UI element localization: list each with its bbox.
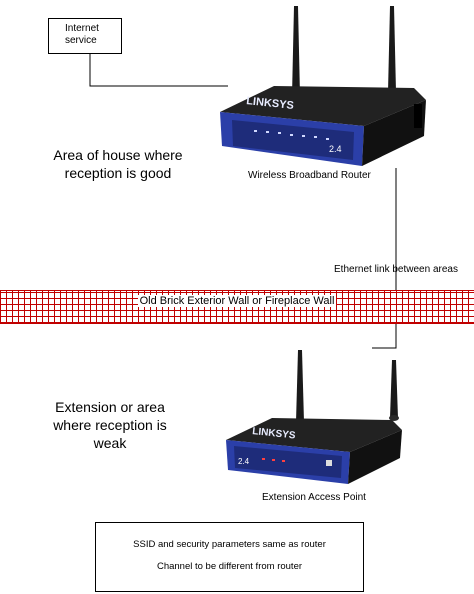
internet-service-box: Internet service (48, 18, 122, 54)
weak-area-line3: weak (93, 435, 127, 451)
settings-note-line1: SSID and security parameters same as rou… (133, 539, 326, 550)
good-area-line1: Area of house where (53, 147, 183, 163)
wireless-router-icon: LINKSYS 2.4 (214, 0, 444, 168)
access-point-caption: Extension Access Point (262, 492, 366, 503)
ethernet-link-line (372, 168, 397, 349)
wall-label: Old Brick Exterior Wall or Fireplace Wal… (137, 295, 337, 307)
internet-service-label-line1: Internet (65, 23, 99, 34)
good-area-line2: reception is good (64, 165, 172, 181)
svg-text:2.4: 2.4 (238, 457, 250, 466)
router-brand-label: LINKSYS (246, 95, 295, 112)
wall-label-container: Old Brick Exterior Wall or Fireplace Wal… (0, 295, 474, 307)
settings-note-line2: Channel to be different from router (156, 561, 303, 572)
good-reception-area-label: Area of house where reception is good (28, 146, 208, 182)
access-point-icon: LINKSYS 2.4 (222, 348, 412, 488)
ethernet-link-label: Ethernet link between areas (334, 264, 458, 275)
weak-reception-area-label: Extension or area where reception is wea… (30, 398, 190, 452)
svg-text:2.4: 2.4 (329, 144, 342, 154)
internet-service-label-line2: service (65, 35, 97, 46)
weak-area-line1: Extension or area (55, 399, 165, 415)
settings-note-box: SSID and security parameters same as rou… (95, 522, 364, 592)
weak-area-line2: where reception is (53, 417, 167, 433)
access-point-brand-label: LINKSYS (252, 426, 297, 442)
internet-to-router-line (89, 54, 228, 87)
router-caption: Wireless Broadband Router (248, 170, 371, 181)
